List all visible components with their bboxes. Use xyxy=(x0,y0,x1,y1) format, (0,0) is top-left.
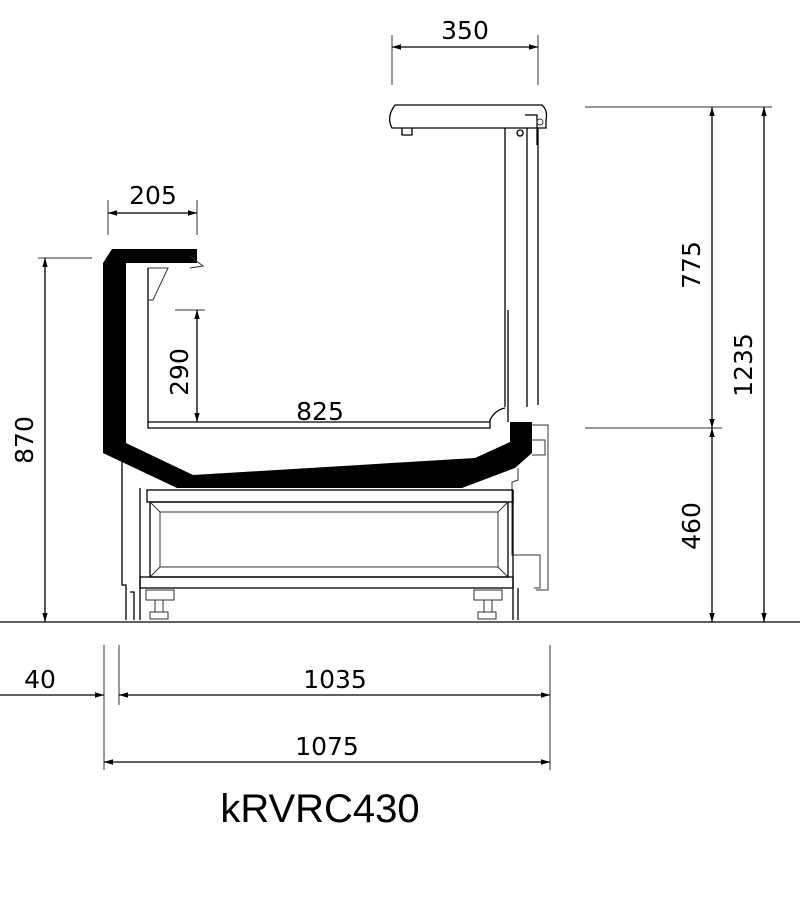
dimension-label: 460 xyxy=(677,502,706,550)
dimension-display-depth: 825 xyxy=(296,397,344,426)
adjustable-foot-right xyxy=(473,589,503,620)
base-panel-bevel xyxy=(149,501,509,578)
dimension-label: 1035 xyxy=(303,665,367,694)
dimension-label: 775 xyxy=(677,241,706,289)
left-support xyxy=(121,453,141,620)
canopy xyxy=(388,104,548,145)
model-name: kRVRC430 xyxy=(220,787,419,831)
adjustable-foot-left xyxy=(145,589,175,620)
dimension-label: 870 xyxy=(10,416,39,464)
dimension-total-depth: 1075 xyxy=(104,732,550,765)
dimension-label: 350 xyxy=(441,16,489,45)
display-case-profile xyxy=(103,104,549,620)
base-top-rail xyxy=(146,489,514,503)
dimension-label: 1235 xyxy=(729,333,758,397)
dimension-label: 290 xyxy=(165,348,194,396)
dimension-canopy-depth: 350 xyxy=(391,16,539,85)
dimension-bumper: 40 xyxy=(0,665,104,698)
dimension-front-height: 870 xyxy=(10,257,92,622)
dimension-label: 1075 xyxy=(295,732,359,761)
rear-fittings xyxy=(511,424,549,591)
front-deflector xyxy=(148,255,205,301)
dimension-label: 40 xyxy=(24,665,56,694)
dimension-body-depth: 1035 xyxy=(119,665,550,698)
plinth xyxy=(139,576,514,589)
display-shelf xyxy=(147,268,506,429)
dimension-display-height: 290 xyxy=(165,309,205,422)
right-support xyxy=(512,490,519,620)
dimension-canopy-height: 775 xyxy=(677,107,715,428)
dimension-label: 205 xyxy=(129,181,177,210)
canopy-light xyxy=(536,118,544,126)
dimension-front-top-depth: 205 xyxy=(107,181,198,235)
dimension-base-height: 460 xyxy=(677,428,715,622)
rear-column xyxy=(504,128,539,422)
dimension-total-height: 1235 xyxy=(729,107,767,622)
insulated-body xyxy=(103,249,532,488)
base-panel xyxy=(149,501,509,578)
